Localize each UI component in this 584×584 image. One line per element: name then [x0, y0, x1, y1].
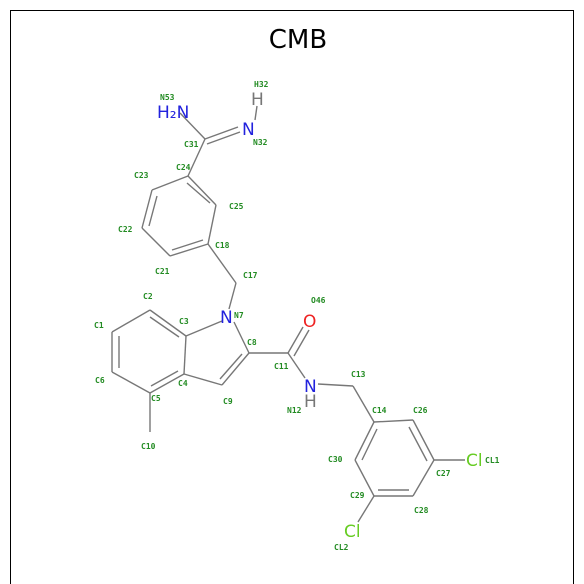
atom-label-C5: C5 [151, 394, 161, 403]
atom-label-C2: C2 [143, 292, 153, 301]
bond-C31-N32a [204, 126, 239, 140]
atom-label-C3: C3 [179, 317, 189, 326]
atom-symbols: H₂N N H N O N H Cl Cl [157, 90, 483, 542]
atom-label-CL2: CL2 [334, 543, 349, 552]
bond-C9-C4 [183, 373, 223, 386]
atom-label-C29: C29 [350, 491, 365, 500]
bond-C4-C3 [183, 335, 187, 375]
bond-C8-C9-inner [219, 353, 243, 380]
bond-C24-C23 [151, 175, 189, 191]
atom-label-C21: C21 [155, 267, 170, 276]
bond-C8-C9 [221, 352, 250, 386]
atom-symbol-N53: H₂N [157, 103, 189, 123]
atom-symbol-H32: H [251, 90, 264, 110]
bond-N53-C31 [179, 112, 206, 140]
bond-C2-C1 [111, 309, 151, 333]
atom-label-CL1: CL1 [485, 456, 500, 465]
bond-N7-C3 [185, 320, 223, 337]
atom-label-C10: C10 [141, 442, 156, 451]
bond-C18-C17 [207, 243, 237, 284]
atom-label-N32: N32 [253, 138, 268, 147]
bond-C26-C27-inner [408, 426, 428, 462]
atom-label-C13: C13 [351, 370, 366, 379]
bond-N32-H32 [254, 105, 258, 121]
atom-label-C24: C24 [176, 163, 191, 172]
bond-C3-C2 [149, 309, 187, 337]
bond-C29-CL2 [357, 495, 375, 523]
atom-symbol-CL2: Cl [344, 522, 361, 542]
bond-C13-C14 [352, 385, 375, 423]
atom-label-C8: C8 [247, 338, 257, 347]
bond-C23-C22-inner [148, 195, 158, 227]
bond-N12-C13 [317, 383, 354, 387]
atom-label-C14: C14 [372, 406, 387, 415]
atom-label-C23: C23 [134, 171, 149, 180]
atom-label-O46: O46 [311, 296, 326, 305]
bond-C30-C14-inner [361, 428, 378, 461]
bond-C27-C28 [412, 459, 435, 497]
bond-N7-C8 [233, 321, 250, 354]
bond-C31-N32b [206, 131, 241, 145]
bond-C18-C25 [207, 204, 217, 245]
atom-label-C9: C9 [223, 397, 233, 406]
bond-C30-C14 [354, 421, 375, 461]
atom-label-C25: C25 [229, 202, 244, 211]
atom-symbol-CL1: Cl [466, 451, 483, 471]
atom-symbol-N32: N [242, 120, 255, 140]
bond-C6-C5 [111, 371, 151, 394]
bond-C31-C24 [187, 138, 206, 177]
bond-C21-C18-inner [171, 239, 204, 251]
bond-C11-O46b [293, 329, 310, 357]
atom-symbol-O46: O [303, 312, 316, 332]
atom-label-N53: N53 [160, 93, 175, 102]
diagram-frame [10, 10, 574, 584]
atom-symbol-H12: H [304, 392, 317, 412]
bond-C25-C24 [187, 175, 217, 206]
bond-C11-N12 [287, 352, 306, 379]
bond-C25-C24-inner [186, 182, 211, 204]
atom-label-C31: C31 [184, 140, 199, 149]
atom-id-labels: N53 H32 N32 C31 C24 C23 C25 C22 C18 C21 … [94, 80, 500, 552]
bond-C5-C4 [149, 373, 185, 394]
bond-C3-C2-inner [149, 316, 180, 338]
bond-C26-C27 [412, 419, 435, 461]
atom-label-C27: C27 [436, 469, 451, 478]
bond-C23-C22 [141, 189, 153, 229]
atom-symbol-N7: N [220, 308, 233, 328]
atom-label-C11: C11 [274, 362, 289, 371]
bond-C29-C30 [354, 459, 375, 497]
atom-label-C4: C4 [178, 379, 188, 388]
atom-label-H32: H32 [254, 80, 269, 89]
bond-C17-N7 [228, 282, 237, 310]
atom-label-C17: C17 [243, 271, 258, 280]
bond-C5-C4-inner [150, 370, 179, 387]
bond-C14-C26 [373, 419, 414, 423]
atom-label-C1: C1 [94, 321, 104, 330]
atom-symbol-N12: N [304, 377, 317, 397]
atom-label-N12: N12 [287, 406, 302, 415]
bond-C22-C21 [141, 227, 171, 257]
atom-label-C22: C22 [118, 225, 133, 234]
atom-label-C18: C18 [215, 241, 230, 250]
atom-label-C30: C30 [328, 455, 343, 464]
bonds [111, 105, 465, 523]
atom-label-C28: C28 [414, 506, 429, 515]
atom-label-C6: C6 [95, 376, 105, 385]
atom-label-C26: C26 [413, 406, 428, 415]
diagram-title: CMB [269, 25, 327, 55]
bond-C21-C18 [169, 243, 209, 257]
atom-label-N7: N7 [234, 311, 244, 320]
bond-C11-O46a [287, 326, 304, 354]
